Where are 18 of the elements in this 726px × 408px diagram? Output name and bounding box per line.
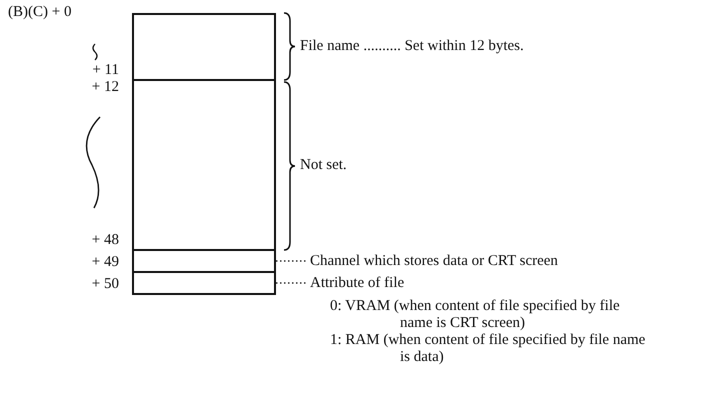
memory-cell <box>132 249 276 273</box>
offset-label: + 11 <box>91 62 119 79</box>
offset-label: + 50 <box>90 276 119 293</box>
offset-label: + 49 <box>90 254 119 271</box>
offset-label: (B)(C) + 0 <box>8 4 72 21</box>
leader-line <box>276 260 308 262</box>
memory-cell <box>132 13 276 81</box>
leader-line <box>276 282 308 284</box>
value-description: 0: VRAM (when content of file specified by file name is CRT screen) <box>330 298 621 332</box>
value-description: 1: RAM (when content of file specified by file name is data) <box>330 332 646 366</box>
field-description: Attribute of file <box>310 275 404 292</box>
field-description: Not set. <box>300 157 347 174</box>
offset-label: + 12 <box>90 79 119 96</box>
memory-cell <box>132 79 276 251</box>
field-description: File name .......... Set within 12 bytes. <box>300 38 524 55</box>
field-description: Channel which stores data or CRT screen <box>310 253 558 270</box>
offset-label: + 48 <box>90 232 119 249</box>
memory-cell <box>132 271 276 295</box>
